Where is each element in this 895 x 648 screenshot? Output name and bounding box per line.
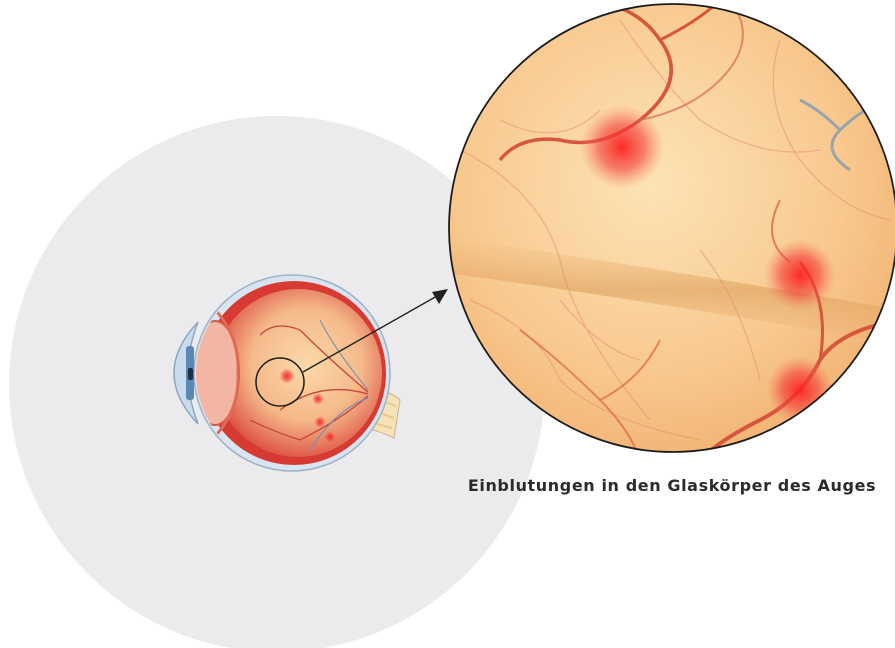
figure-caption: Einblutungen in den Glaskörper des Auges (462, 476, 882, 495)
hemorrhage (764, 239, 836, 311)
hemorrhage (766, 356, 834, 424)
hemorrhage (580, 105, 664, 189)
pupil (188, 368, 193, 380)
